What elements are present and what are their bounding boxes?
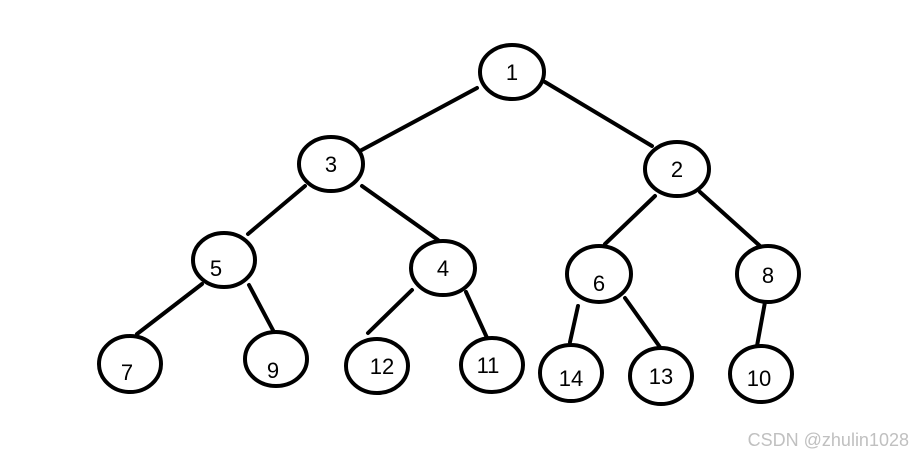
node-4: 4 [409, 239, 477, 297]
node-10: 10 [728, 344, 794, 404]
node-label: 7 [121, 360, 133, 385]
node-12: 12 [344, 337, 410, 395]
edge-3-5 [246, 184, 307, 236]
node-11: 11 [459, 336, 525, 394]
tree-edges [135, 80, 767, 352]
node-13: 13 [628, 346, 694, 406]
node-label: 1 [506, 60, 518, 85]
edge-5-9 [247, 283, 277, 336]
node-14: 14 [538, 343, 604, 403]
node-8: 8 [735, 244, 801, 304]
edge-6-13 [623, 296, 664, 352]
node-7: 7 [97, 334, 163, 394]
node-label: 12 [370, 354, 394, 379]
node-label: 5 [210, 256, 222, 281]
edge-4-12 [366, 288, 414, 335]
node-6: 6 [565, 244, 633, 304]
node-1: 1 [478, 43, 546, 101]
edge-4-11 [464, 290, 490, 342]
node-5: 5 [191, 231, 257, 289]
node-label: 11 [477, 353, 500, 378]
edge-3-4 [360, 184, 440, 242]
tree-nodes: 1 3 2 5 4 6 8 7 [97, 43, 801, 406]
edge-2-8 [698, 190, 762, 248]
edge-1-2 [543, 80, 654, 148]
node-label: 3 [325, 152, 337, 177]
node-label: 14 [559, 366, 583, 391]
node-label: 4 [437, 256, 449, 281]
node-label: 9 [267, 358, 279, 383]
edge-1-3 [356, 86, 479, 154]
node-label: 2 [671, 157, 683, 182]
node-2: 2 [643, 140, 711, 198]
watermark-text: CSDN @zhulin1028 [747, 430, 909, 450]
node-label: 10 [747, 366, 771, 391]
node-9: 9 [243, 330, 309, 388]
node-label: 13 [649, 364, 673, 389]
node-3: 3 [297, 135, 365, 193]
node-label: 8 [762, 263, 774, 288]
edge-8-10 [755, 300, 767, 348]
node-label: 6 [593, 271, 605, 296]
edge-6-14 [568, 304, 580, 344]
edge-5-7 [135, 282, 204, 336]
edge-2-6 [603, 194, 657, 246]
